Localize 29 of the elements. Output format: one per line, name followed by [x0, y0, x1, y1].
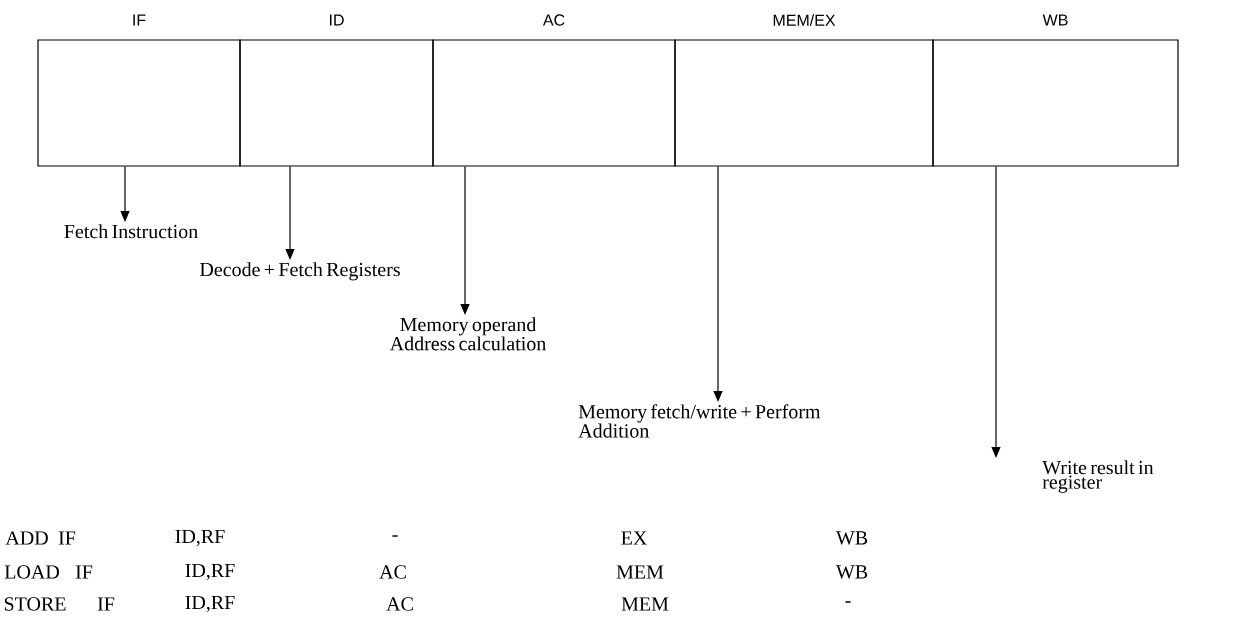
- arrow: [713, 166, 723, 402]
- stage-heading: IF: [133, 14, 146, 26]
- step-description: Memory fetch/write + Perform Addition: [578, 404, 821, 438]
- table-cell: AC: [386, 597, 413, 611]
- table-cell: ID,RF: [185, 563, 235, 581]
- table-cell: STORE: [4, 597, 66, 611]
- table-cell: AC: [379, 565, 406, 579]
- step-description: Fetch Instruction: [64, 224, 198, 239]
- table-cell: MEM: [621, 597, 669, 611]
- stage-heading: ID: [330, 14, 344, 26]
- table-cell: -: [392, 535, 398, 537]
- table-cell: LOAD: [4, 565, 59, 579]
- table-cell: IF: [97, 597, 115, 611]
- step-description: Decode + Fetch Registers: [200, 262, 400, 281]
- stage-heading: WB: [1042, 14, 1068, 26]
- table-cell: EX: [621, 531, 647, 545]
- stage-heading: MEM/EX: [773, 14, 836, 26]
- table-cell: IF: [58, 531, 76, 545]
- table-cell: ID,RF: [175, 529, 225, 547]
- table-cell: MEM: [616, 565, 664, 579]
- table-cell: -: [845, 601, 851, 603]
- step-description: Memory operand Address calculation: [389, 317, 546, 351]
- step-description: Write result in register: [1042, 460, 1154, 493]
- stage-heading: AC: [542, 14, 565, 26]
- table-cell: WB: [835, 531, 868, 545]
- table-cell: IF: [75, 565, 93, 579]
- table-cell: ADD: [5, 531, 48, 545]
- table-cell: ID,RF: [185, 595, 235, 613]
- table-cell: WB: [835, 565, 868, 579]
